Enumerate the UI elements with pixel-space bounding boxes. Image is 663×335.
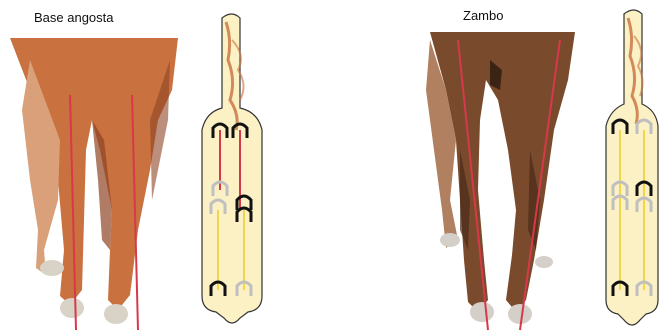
hoof-left xyxy=(470,302,494,322)
hoof-right xyxy=(508,304,532,324)
hoof-right xyxy=(104,304,128,324)
horse-legs-base-angosta xyxy=(10,38,178,330)
hoof-left-front xyxy=(60,298,84,318)
hoof-left-back xyxy=(440,233,460,247)
panel-zambo: Zambo xyxy=(330,0,663,335)
zambo-illustration xyxy=(330,0,663,335)
horse-legs-zambo xyxy=(426,32,575,330)
panel-base-angosta: Base angosta xyxy=(0,0,330,335)
hoof-left-back xyxy=(40,260,64,276)
footprint-diagram-base-angosta xyxy=(202,14,262,323)
panel-title-zambo: Zambo xyxy=(463,8,503,23)
footprint-diagram-zambo xyxy=(606,10,658,325)
base-angosta-illustration xyxy=(0,0,330,335)
hoof-right-back xyxy=(535,256,553,268)
panel-title-base-angosta: Base angosta xyxy=(34,10,114,25)
